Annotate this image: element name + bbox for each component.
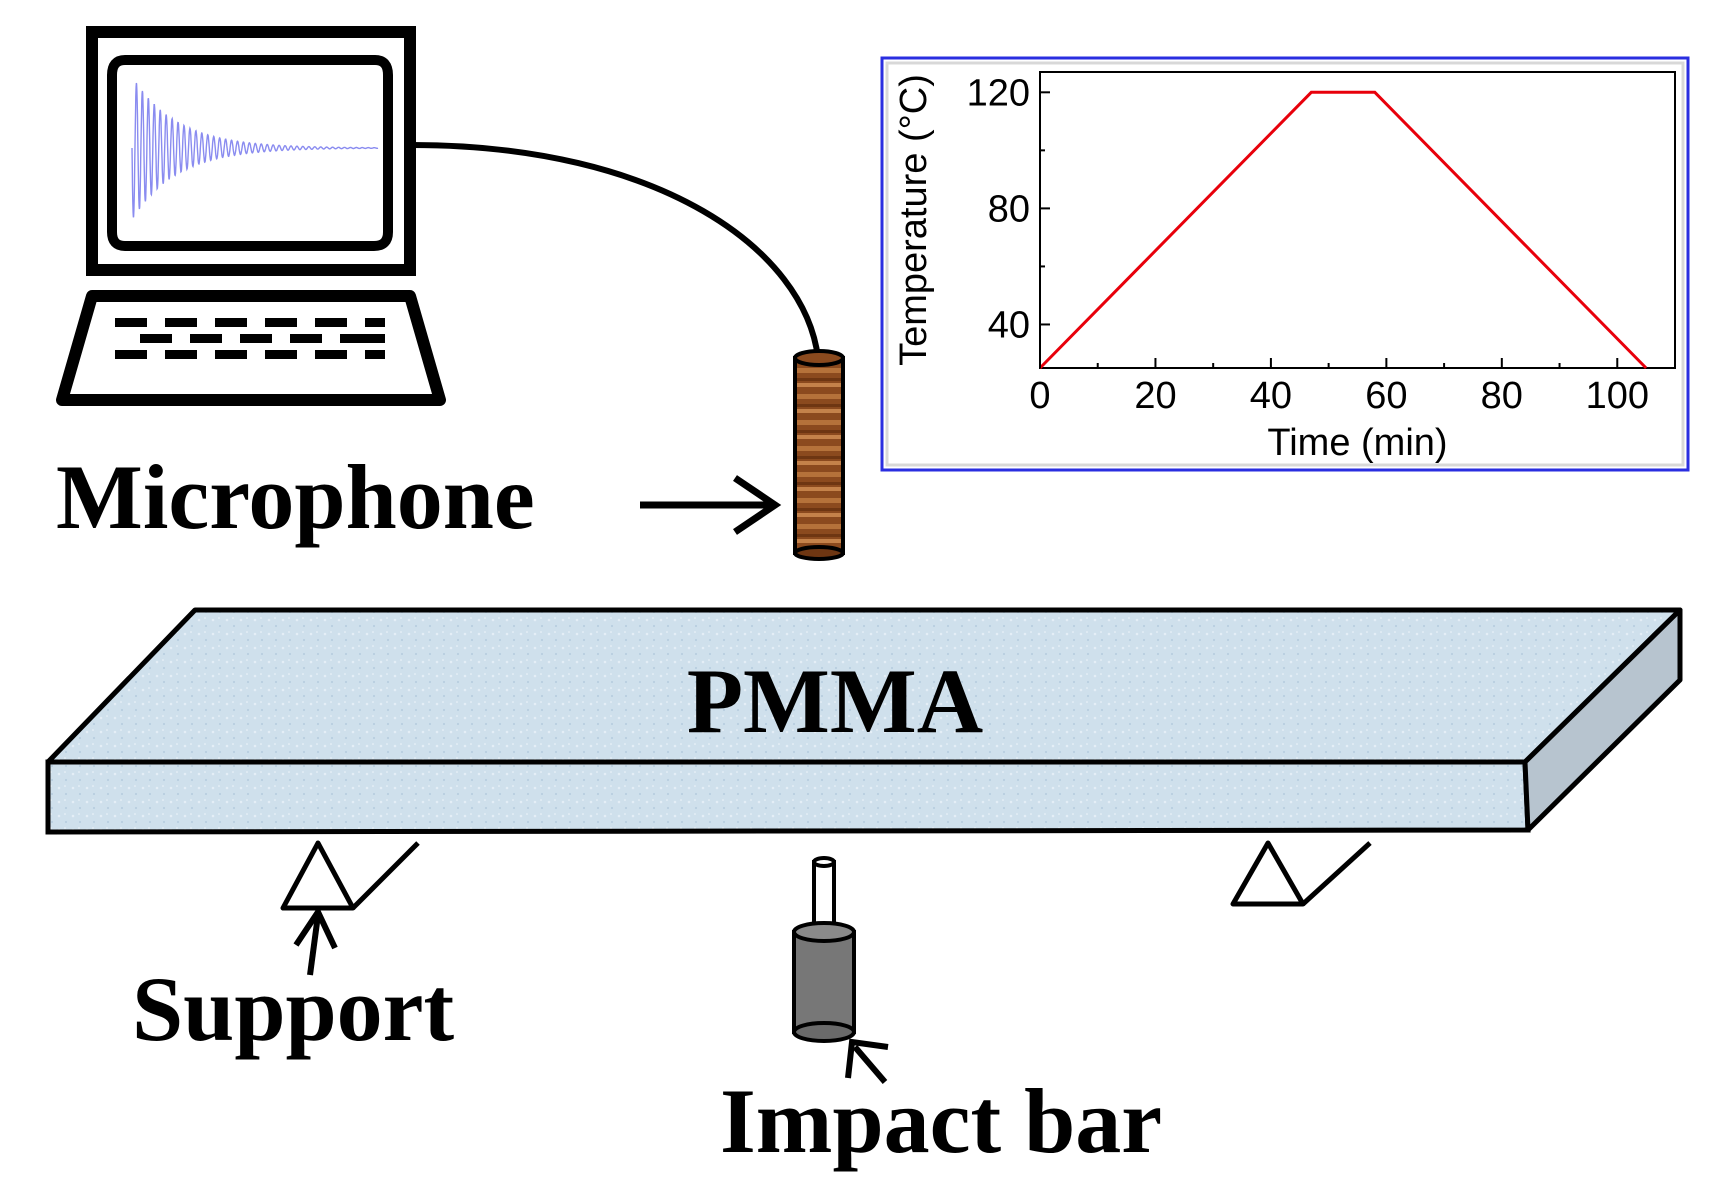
y-tick-label: 80 xyxy=(988,188,1030,230)
microphone-icon xyxy=(793,349,845,561)
chart-ticks: 0 20 40 60 80 100 40 80 120 xyxy=(967,72,1649,417)
impact-bar-icon xyxy=(792,856,856,1043)
support-icon xyxy=(280,840,420,911)
computer-monitor-icon xyxy=(86,26,416,276)
y-tick-label: 120 xyxy=(967,72,1030,114)
x-tick-label: 100 xyxy=(1586,375,1649,417)
x-tick-label: 0 xyxy=(1029,375,1050,417)
impact-bar-arrow xyxy=(845,1038,889,1084)
x-tick-label: 40 xyxy=(1250,375,1292,417)
support-arrow xyxy=(293,905,338,976)
temperature-series-line xyxy=(1038,90,1648,370)
x-tick-label: 20 xyxy=(1134,375,1176,417)
y-axis-label: Temperature (°C) xyxy=(893,74,935,366)
temperature-inset-chart: 0 20 40 60 80 100 40 80 120 Time (min) Temperatu… xyxy=(880,56,1690,472)
microphone-arrow xyxy=(640,475,782,535)
x-tick-label: 80 xyxy=(1481,375,1523,417)
chart-axes xyxy=(1039,71,1676,369)
x-tick-label: 60 xyxy=(1365,375,1407,417)
x-axis-label: Time (min) xyxy=(1267,422,1447,464)
microphone-cable xyxy=(411,142,821,359)
microphone-label: Microphone xyxy=(56,446,535,548)
impact-bar-label: Impact bar xyxy=(720,1070,1162,1172)
keyboard-icon xyxy=(56,290,446,406)
support-icon xyxy=(1230,840,1372,907)
support-label: Support xyxy=(132,958,454,1060)
y-tick-label: 40 xyxy=(988,304,1030,346)
plot-frame xyxy=(1039,71,1676,369)
pmma-beam xyxy=(45,607,1683,835)
pmma-label: PMMA xyxy=(687,650,983,752)
waveform-display xyxy=(131,82,379,218)
